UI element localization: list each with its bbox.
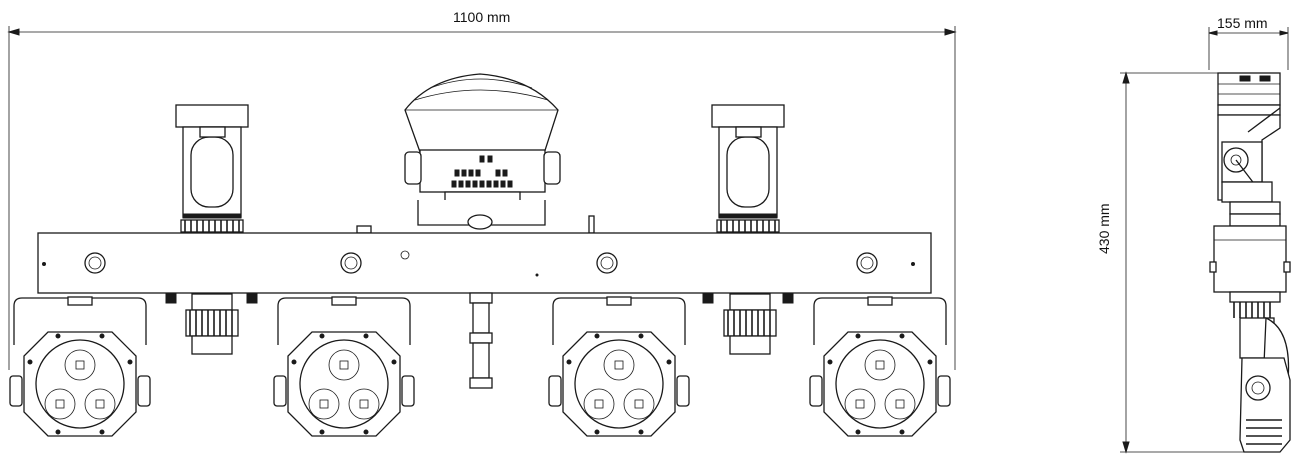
par-can-2 <box>273 296 415 437</box>
top-switch <box>588 215 595 234</box>
derby-base-right <box>702 293 794 355</box>
top-knob <box>356 225 372 234</box>
front-width-dimension <box>7 26 957 370</box>
side-height-dimension <box>1120 71 1262 454</box>
side-view <box>1209 72 1291 453</box>
derby-head-right <box>711 104 785 233</box>
derby-head-left <box>175 104 249 233</box>
stand-post <box>469 292 493 389</box>
side-depth-label: 155 mm <box>1217 15 1268 31</box>
center-effect-head <box>404 73 561 230</box>
derby-base-left <box>165 293 258 355</box>
main-bar <box>37 232 932 294</box>
par-can-4 <box>809 296 951 437</box>
par-can-1 <box>9 296 151 437</box>
front-width-label: 1100 mm <box>453 9 511 25</box>
par-can-3 <box>548 296 690 437</box>
side-depth-dimension <box>1208 27 1289 70</box>
